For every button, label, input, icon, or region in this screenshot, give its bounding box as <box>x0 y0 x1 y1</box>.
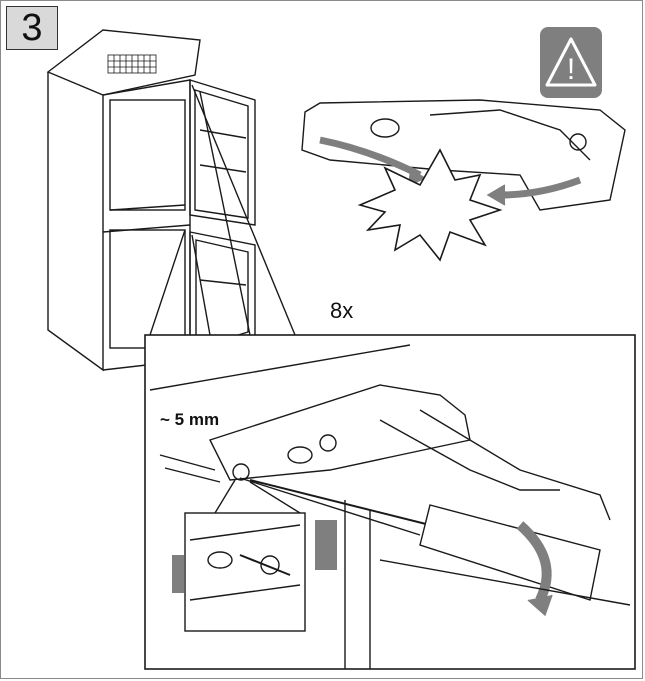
screw-inset <box>172 479 337 632</box>
zoom-lines <box>149 84 296 336</box>
step-number-box: 3 <box>6 6 58 50</box>
hinge-pinch-warning-drawing <box>301 99 626 262</box>
screw-count-label: 8x <box>330 298 354 323</box>
hinge-detail-drawing <box>149 344 631 669</box>
vent-grid <box>107 54 157 74</box>
gap-measurement-label: ~ 5 mm <box>160 410 220 429</box>
warning-icon: ! <box>540 27 602 98</box>
step-number: 3 <box>21 7 43 49</box>
fridge-cabinet-drawing <box>46 29 256 372</box>
warning-symbol: ! <box>567 53 575 86</box>
